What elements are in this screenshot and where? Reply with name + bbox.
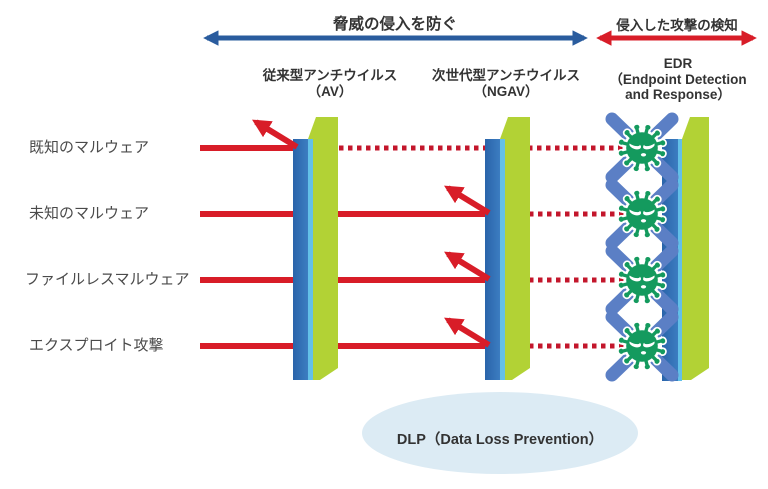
prevent-intrusion-title: 脅威の侵入を防ぐ: [332, 16, 457, 33]
ngav-wall: [485, 117, 530, 380]
ngav-column-header: 次世代型アンチウイルス （NGAV）: [416, 68, 596, 100]
ngav-header-line2: （NGAV）: [473, 84, 539, 99]
virus-icon: [621, 193, 664, 236]
edr-header-line1: EDR: [663, 56, 693, 71]
av-wall: [293, 117, 338, 380]
virus-icon: [621, 325, 664, 368]
blocked-deflect-arrows: [252, 119, 491, 348]
dotted-threat-paths: [312, 145, 624, 349]
attack-arrows: [200, 145, 489, 349]
threat-label-unknown-malware: 未知のマルウェア: [29, 205, 150, 222]
virus-icon: [621, 127, 664, 170]
edr-column-header: EDR （Endpoint Detection and Response）: [593, 56, 763, 103]
threat-label-fileless-malware: ファイルレスマルウェア: [25, 271, 190, 288]
ngav-header-line1: 次世代型アンチウイルス: [432, 68, 580, 83]
dlp-label: DLP（Data Loss Prevention）: [396, 432, 604, 448]
av-header-line2: （AV）: [307, 84, 353, 99]
edr-header-line3: and Response）: [625, 87, 731, 102]
dlp-ellipse: [362, 392, 638, 474]
av-column-header: 従来型アンチウイルス （AV）: [240, 68, 420, 100]
edr-header-line2: （Endpoint Detection: [609, 71, 747, 87]
threat-label-known-malware: 既知のマルウェア: [29, 139, 150, 156]
av-header-line1: 従来型アンチウイルス: [262, 68, 398, 83]
virus-icon: [621, 259, 664, 302]
detect-attack-title: 侵入した攻撃の検知: [616, 18, 738, 33]
threat-label-exploit-attack: エクスプロイト攻撃: [29, 337, 164, 354]
